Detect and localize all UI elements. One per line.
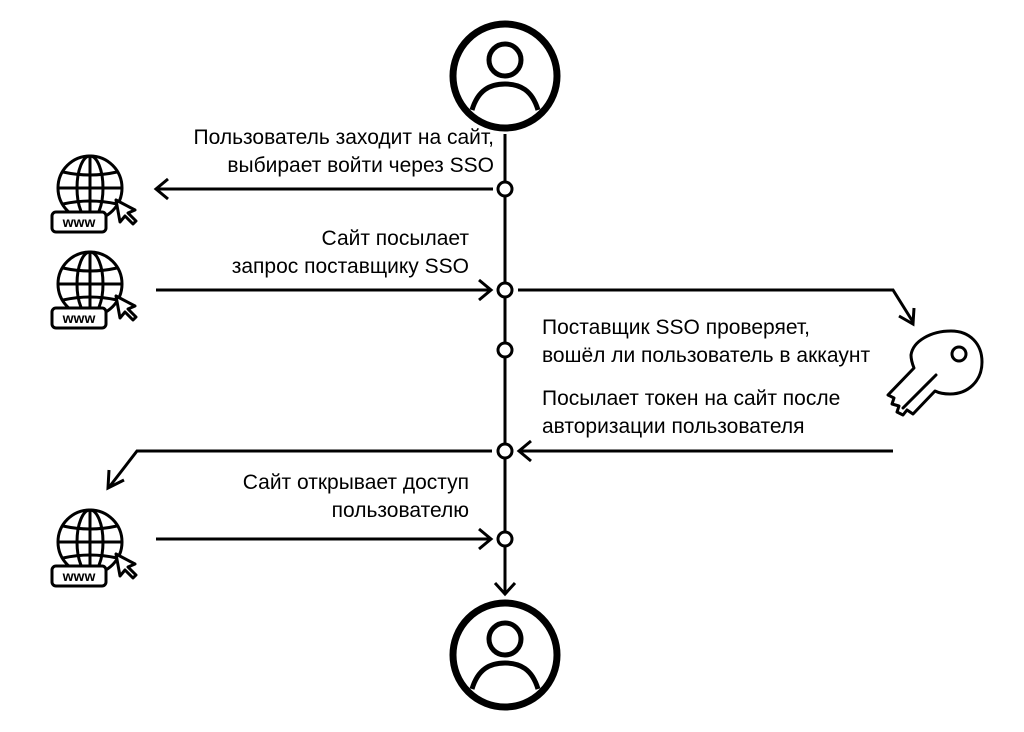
step5-line2: пользователю — [331, 499, 469, 522]
www-globe-icon-3: www — [50, 508, 138, 588]
step4-label: Посылает токен на сайт после авторизации… — [542, 385, 840, 441]
step1-line2: выбирает войти через SSO — [227, 154, 494, 177]
step-node-3 — [496, 341, 514, 359]
arrow-site-to-timeline-5 — [156, 527, 494, 551]
arrow-from-provider — [516, 439, 893, 463]
step2-line1: Сайт посылает — [321, 227, 469, 250]
step-node-5 — [496, 530, 514, 548]
user-avatar-icon-bottom — [449, 599, 561, 711]
arrow-to-provider — [518, 288, 916, 327]
step-node-2 — [496, 281, 514, 299]
step2-label: Сайт посылает запрос поставщику SSO — [232, 225, 469, 281]
step5-label: Сайт открывает доступ пользователю — [243, 469, 469, 525]
step5-line1: Сайт открывает доступ — [242, 471, 469, 494]
www-badge-text-1: www — [62, 214, 96, 230]
step1-line1: Пользователь заходит на сайт, — [193, 126, 494, 149]
step2-line2: запрос поставщику SSO — [231, 255, 469, 278]
step1-label: Пользователь заходит на сайт, выбирает в… — [194, 124, 494, 180]
step-node-1 — [496, 180, 514, 198]
user-avatar-icon-top — [449, 20, 561, 132]
step3-label: Поставщик SSO проверяет, вошёл ли пользо… — [542, 314, 870, 370]
step3-line2: вошёл ли пользователь в аккаунт — [542, 344, 871, 367]
step3-line1: Поставщик SSO проверяет, — [542, 316, 810, 339]
step4-line1: Посылает токен на сайт после — [542, 387, 841, 410]
arrow-to-site-4 — [106, 449, 492, 491]
timeline-arrowhead — [493, 581, 517, 597]
www-badge-text-2: www — [62, 310, 96, 326]
step-node-4 — [496, 442, 514, 460]
arrow-to-site-1 — [153, 177, 493, 201]
www-globe-icon-2: www — [50, 250, 138, 330]
step4-line2: авторизации пользователя — [542, 415, 805, 438]
arrow-site-to-timeline-2 — [156, 278, 494, 302]
www-badge-text-3: www — [62, 568, 96, 584]
www-globe-icon-1: www — [50, 154, 138, 234]
key-icon — [886, 329, 984, 417]
